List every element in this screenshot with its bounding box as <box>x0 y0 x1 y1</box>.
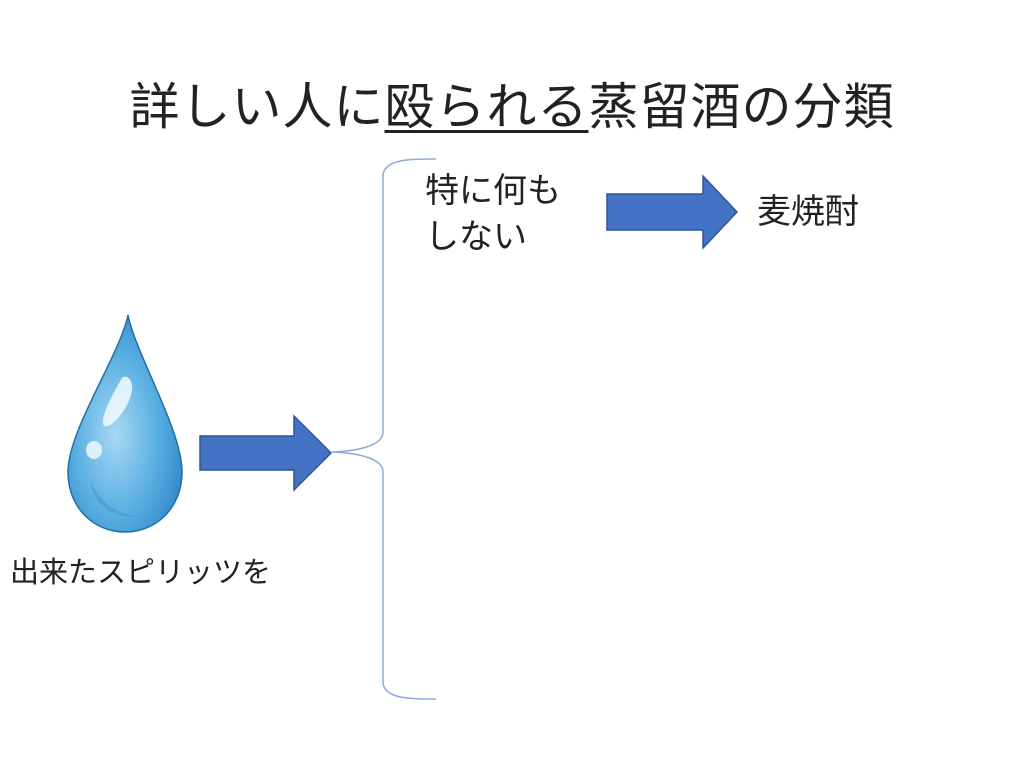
branch-result-label: 麦焼酎 <box>757 192 859 232</box>
arrow-to-result <box>606 174 739 250</box>
title-part-underlined: 殴られる <box>384 78 589 136</box>
branch-condition-line-2: しない <box>425 217 527 257</box>
slide-title: 詳しい人に殴られる蒸留酒の分類 <box>0 72 1024 142</box>
title-part-after: 蒸留酒の分類 <box>588 78 895 136</box>
arrow-to-bracket <box>199 414 333 492</box>
branch-condition-line-1: 特に何も <box>425 171 561 211</box>
title-part-before: 詳しい人に <box>129 78 385 136</box>
branch-condition-label: 特に何も しない <box>425 168 561 260</box>
left-brace <box>331 158 437 700</box>
source-label: 出来たスピリッツを <box>10 555 272 589</box>
water-drop-icon <box>67 314 183 533</box>
